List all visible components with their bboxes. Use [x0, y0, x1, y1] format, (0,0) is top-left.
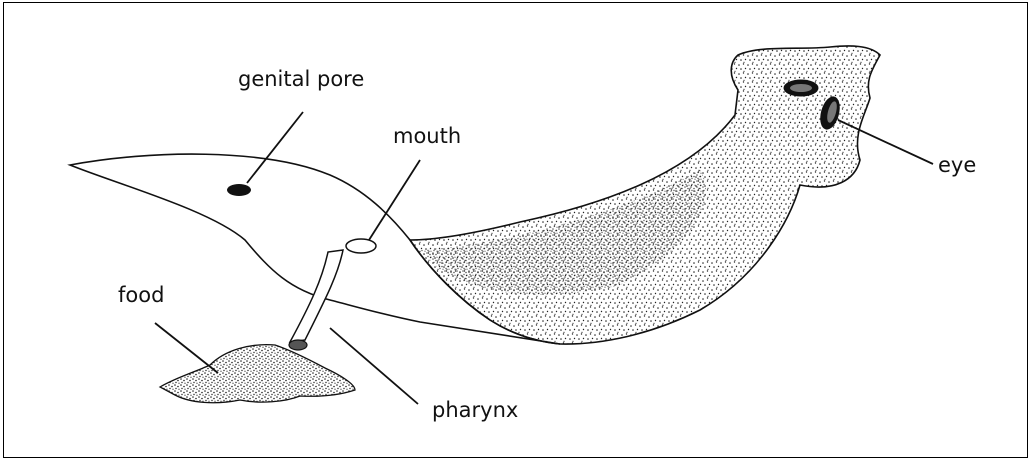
leader-food	[155, 323, 218, 373]
eye-left-highlight	[790, 84, 812, 92]
label-mouth: mouth	[393, 124, 461, 148]
label-eye: eye	[938, 153, 976, 177]
label-genital-pore: genital pore	[238, 67, 364, 91]
genital-pore	[227, 184, 251, 196]
pharynx-tip	[289, 340, 307, 350]
label-pharynx: pharynx	[432, 398, 518, 422]
label-food: food	[118, 283, 164, 307]
mouth-opening	[346, 239, 376, 253]
food-clump	[160, 345, 355, 403]
